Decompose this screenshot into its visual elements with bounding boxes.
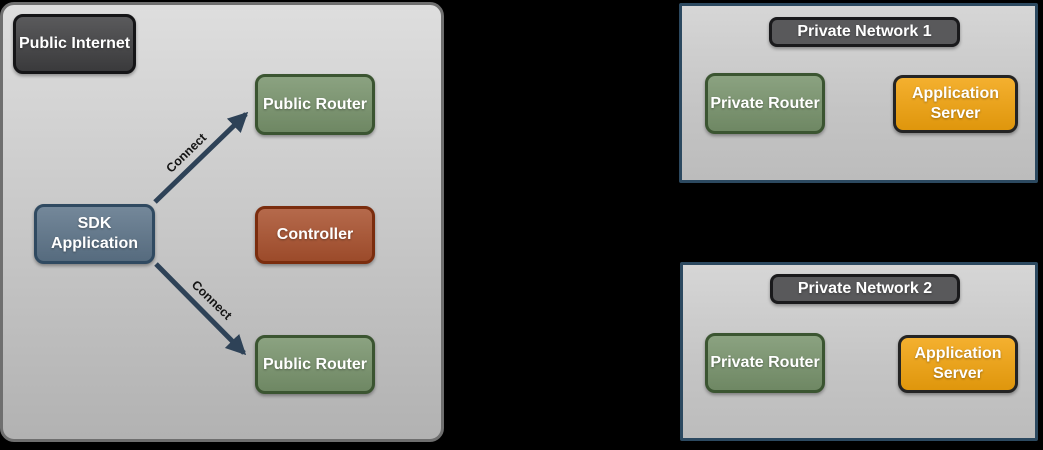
node-controller: Controller: [255, 206, 375, 264]
connect-arrow-top: [153, 111, 249, 204]
private-network-2-zone: Private Network 2 Private Router Applica…: [680, 262, 1038, 441]
private-network-1-zone: Private Network 1 Private Router Applica…: [679, 3, 1038, 183]
private-network-1-title: Private Network 1: [769, 17, 960, 47]
private-network-2-title: Private Network 2: [770, 274, 960, 304]
public-internet-label: Public Internet: [13, 14, 136, 74]
node-public-router-bottom: Public Router: [255, 335, 375, 394]
node-public-router-top: Public Router: [255, 74, 375, 135]
connect-label-top: Connect: [164, 130, 210, 175]
node-private-router-1: Private Router: [705, 73, 825, 134]
connect-label-bottom: Connect: [189, 278, 235, 323]
node-application-server-1: Application Server: [893, 75, 1018, 133]
node-application-server-2: Application Server: [898, 335, 1018, 393]
public-internet-zone: Connect Connect Public Internet Public R…: [0, 2, 444, 442]
node-private-router-2: Private Router: [705, 333, 825, 393]
connect-arrow-bottom: [154, 262, 247, 356]
node-sdk-application: SDK Application: [34, 204, 155, 264]
